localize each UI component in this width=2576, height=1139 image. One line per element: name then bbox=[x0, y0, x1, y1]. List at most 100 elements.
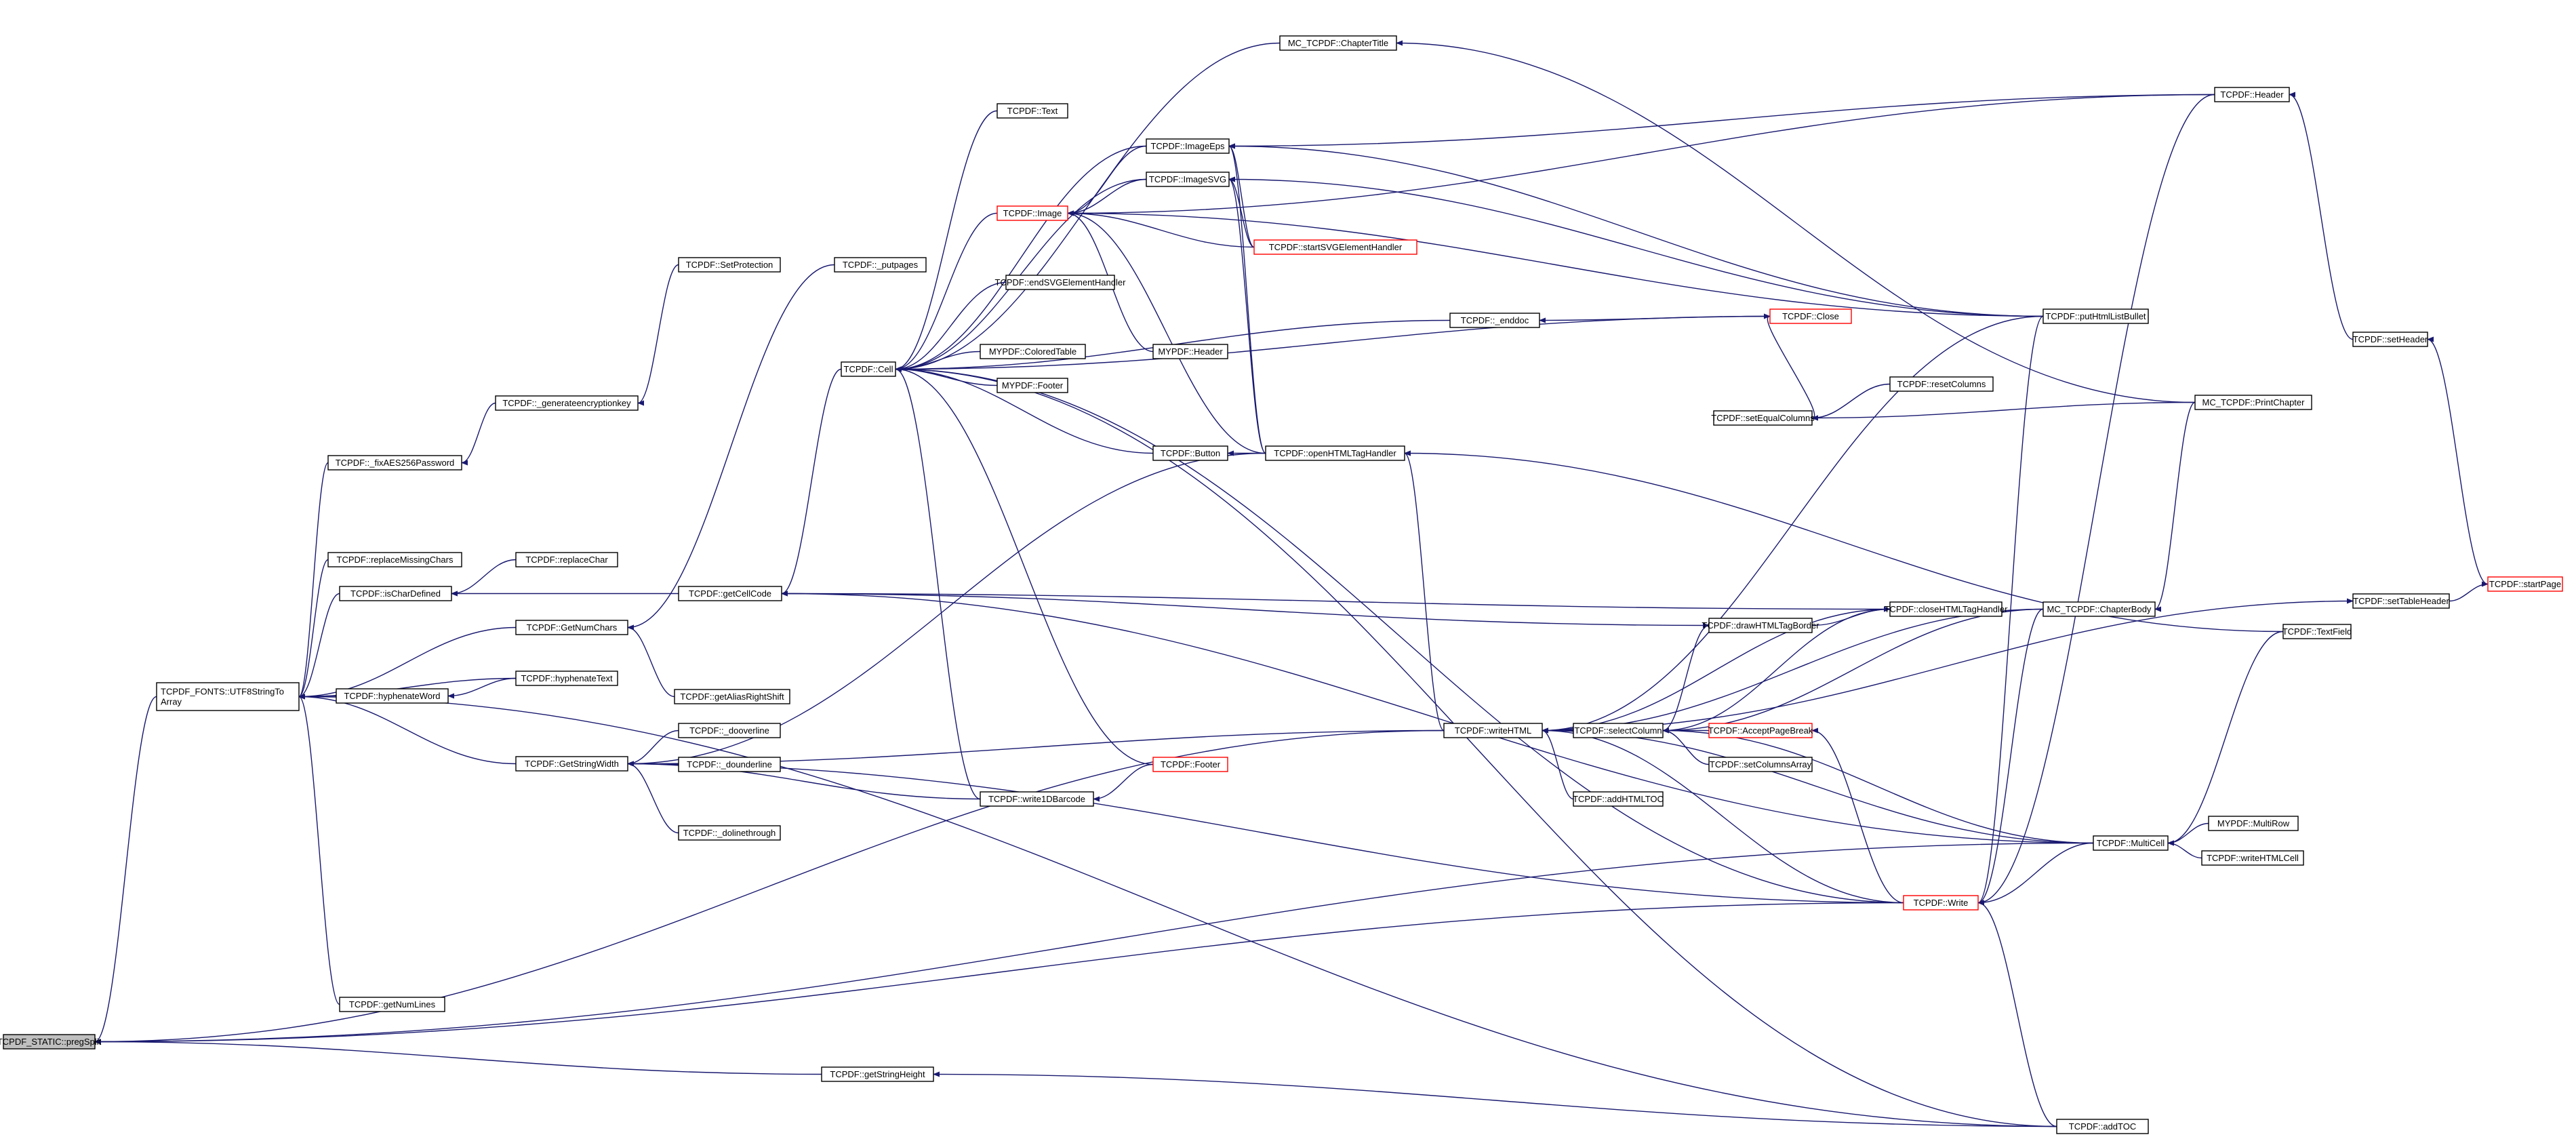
node-label: TCPDF::Footer bbox=[1161, 759, 1221, 770]
edge-layer bbox=[94, 40, 2489, 1127]
node-label: TCPDF::resetColumns bbox=[1897, 379, 1986, 389]
node-mypdf-multirow[interactable]: MYPDF::MultiRow bbox=[2208, 816, 2299, 831]
node-tcpdf-endsvgelementhandler[interactable]: TCPDF::endSVGElementHandler bbox=[995, 275, 1127, 290]
node-tcpdf-replacemissingchars[interactable]: TCPDF::replaceMissingChars bbox=[327, 552, 462, 567]
node-tcpdf-close[interactable]: TCPDF::Close bbox=[1769, 308, 1852, 324]
node-box bbox=[2042, 601, 2156, 617]
node-tcpdf-generateencryptionkey[interactable]: TCPDF::_generateencryptionkey bbox=[495, 395, 639, 411]
node-tcpdf-fixaes256password[interactable]: TCPDF::_fixAES256Password bbox=[327, 455, 462, 471]
node-label: MYPDF::MultiRow bbox=[2217, 818, 2290, 828]
node-tcpdf-getstringwidth[interactable]: TCPDF::GetStringWidth bbox=[515, 756, 628, 772]
edge-n30-to-n20 bbox=[895, 366, 1154, 454]
node-tcpdf-resetcolumns[interactable]: TCPDF::resetColumns bbox=[1889, 376, 1994, 392]
node-box bbox=[327, 552, 462, 567]
node-tcpdf-startsvgelementhandler[interactable]: TCPDF::startSVGElementHandler bbox=[1253, 239, 1417, 255]
edge-n22-to-n20 bbox=[895, 42, 1281, 372]
node-tcpdf-header[interactable]: TCPDF::Header bbox=[2214, 87, 2290, 102]
node-box bbox=[1573, 723, 1664, 738]
node-label: TCPDF::Cell bbox=[844, 364, 893, 374]
node-mypdf-coloredtable[interactable]: MYPDF::ColoredTable bbox=[980, 344, 1086, 359]
node-mc-tcpdf-chaptertitle[interactable]: MC_TCPDF::ChapterTitle bbox=[1279, 35, 1397, 51]
node-tcpdf-text[interactable]: TCPDF::Text bbox=[997, 103, 1068, 119]
node-tcpdf-addhtmltoc[interactable]: TCPDF::addHTMLTOC bbox=[1573, 791, 1664, 807]
node-tcpdf-dounderline[interactable]: TCPDF::_dounderline bbox=[678, 757, 781, 772]
node-tcpdf-cell[interactable]: TCPDF::Cell bbox=[841, 361, 896, 377]
edge-n5-to-n1 bbox=[298, 559, 329, 700]
node-label: TCPDF::setEqualColumns bbox=[1711, 413, 1815, 423]
node-tcpdf-getnumlines[interactable]: TCPDF::getNumLines bbox=[339, 997, 445, 1012]
node-tcpdf-selectcolumn[interactable]: TCPDF::selectColumn bbox=[1573, 723, 1664, 738]
node-box bbox=[2042, 308, 2149, 324]
edge-n57-to-n58 bbox=[2449, 581, 2489, 602]
node-tcpdf-write1dbarcode[interactable]: TCPDF::write1DBarcode bbox=[980, 791, 1094, 807]
edge-n34-to-n9 bbox=[627, 452, 1266, 767]
edge-n53-to-n52 bbox=[2167, 822, 2209, 846]
node-tcpdf-ischardefined[interactable]: TCPDF::isCharDefined bbox=[339, 586, 452, 601]
node-tcpdf-enddoc[interactable]: TCPDF::_enddoc bbox=[1449, 313, 1540, 328]
node-box bbox=[1146, 172, 1230, 187]
node-tcpdf-getcellcode[interactable]: TCPDF::getCellCode bbox=[678, 586, 782, 601]
node-tcpdf-static-pregsplit[interactable]: TCPDF_STATIC::pregSplit bbox=[0, 1034, 102, 1050]
edge-n32-to-n24 bbox=[1228, 143, 1255, 248]
node-tcpdf-openhtmltaghandler[interactable]: TCPDF::openHTMLTagHandler bbox=[1265, 445, 1405, 461]
node-tcpdf-textfield[interactable]: TCPDF::TextField bbox=[2282, 624, 2352, 639]
node-tcpdf-setcolumnsarray[interactable]: TCPDF::setColumnsArray bbox=[1708, 757, 1813, 772]
node-tcpdf-acceptpagebreak[interactable]: TCPDF::AcceptPageBreak bbox=[1708, 723, 1813, 738]
node-tcpdf-getstringheight[interactable]: TCPDF::getStringHeight bbox=[821, 1066, 934, 1082]
node-mc-tcpdf-chapterbody[interactable]: MC_TCPDF::ChapterBody bbox=[2042, 601, 2156, 617]
edge-n46-to-n36 bbox=[1542, 727, 1904, 904]
node-tcpdf-button[interactable]: TCPDF::Button bbox=[1152, 445, 1228, 461]
node-tcpdf-putpages[interactable]: TCPDF::_putpages bbox=[834, 257, 927, 273]
node-box bbox=[980, 344, 1086, 359]
node-mypdf-header[interactable]: MYPDF::Header bbox=[1152, 344, 1228, 359]
edge-n58-to-n56 bbox=[2427, 336, 2489, 585]
node-label: TCPDF::putHtmlListBullet bbox=[2045, 311, 2146, 321]
node-tcpdf-writehtml[interactable]: TCPDF::writeHTML bbox=[1443, 723, 1543, 738]
node-tcpdf-hyphenatetext[interactable]: TCPDF::hyphenateText bbox=[515, 671, 618, 686]
node-label: TCPDF::hyphenateText bbox=[521, 673, 613, 683]
edge-n41-to-n40 bbox=[1811, 383, 1891, 421]
node-tcpdf-setprotection[interactable]: TCPDF::SetProtection bbox=[678, 257, 781, 273]
node-mc-tcpdf-printchapter[interactable]: MC_TCPDF::PrintChapter bbox=[2194, 395, 2312, 410]
node-tcpdf-write[interactable]: TCPDF::Write bbox=[1903, 895, 1979, 911]
node-label: TCPDF::Header bbox=[2220, 89, 2284, 100]
node-label: TCPDF::closeHTMLTagHandler bbox=[1885, 604, 2008, 614]
node-mypdf-footer[interactable]: MYPDF::Footer bbox=[997, 378, 1068, 393]
node-box bbox=[1253, 239, 1417, 255]
node-tcpdf-imagesvg[interactable]: TCPDF::ImageSVG bbox=[1146, 172, 1230, 187]
node-tcpdf-getnumchars[interactable]: TCPDF::GetNumChars bbox=[515, 620, 628, 635]
node-label: TCPDF::AcceptPageBreak bbox=[1708, 725, 1813, 736]
node-tcpdf-closehtmltaghandler[interactable]: TCPDF::closeHTMLTagHandler bbox=[1885, 601, 2008, 617]
node-box bbox=[2208, 816, 2299, 831]
node-tcpdf-image[interactable]: TCPDF::Image bbox=[997, 205, 1068, 221]
edge-n50-to-n46 bbox=[1977, 608, 2044, 906]
node-tcpdf-writehtmlcell[interactable]: TCPDF::writeHTMLCell bbox=[2201, 850, 2304, 866]
node-tcpdf-puthtmllistbullet[interactable]: TCPDF::putHtmlListBullet bbox=[2042, 308, 2149, 324]
node-tcpdf-drawhtmltagborder[interactable]: TCPDF::drawHTMLTagBorder bbox=[1702, 618, 1819, 633]
edge-n31-to-n20 bbox=[895, 366, 1154, 765]
node-box bbox=[339, 586, 452, 601]
node-tcpdf-addtoc[interactable]: TCPDF::addTOC bbox=[2056, 1119, 2149, 1134]
node-tcpdf-hyphenateword[interactable]: TCPDF::hyphenateWord bbox=[336, 688, 449, 704]
node-tcpdf-multicell[interactable]: TCPDF::MultiCell bbox=[2093, 835, 2169, 851]
edge-n7-to-n1 bbox=[298, 626, 517, 700]
node-label: TCPDF::SetProtection bbox=[686, 260, 773, 270]
node-box bbox=[674, 689, 790, 704]
edge-n45-to-n37 bbox=[1662, 727, 1710, 765]
node-tcpdf-startpage[interactable]: TCPDF::startPage bbox=[2487, 576, 2563, 592]
edge-n36-to-n34 bbox=[1404, 450, 1445, 732]
node-box bbox=[1443, 723, 1543, 738]
node-tcpdf-setheader[interactable]: TCPDF::setHeader bbox=[2352, 332, 2428, 347]
node-box bbox=[3, 1034, 96, 1050]
node-label: TCPDF::_generateencryptionkey bbox=[502, 398, 631, 408]
node-tcpdf-getaliasrightshift[interactable]: TCPDF::getAliasRightShift bbox=[674, 689, 790, 704]
node-tcpdf-dooverline[interactable]: TCPDF::_dooverline bbox=[678, 723, 781, 738]
edge-n40-to-n39 bbox=[1763, 313, 1815, 419]
node-tcpdf-imageeps[interactable]: TCPDF::ImageEps bbox=[1146, 138, 1230, 154]
node-tcpdf-footer[interactable]: TCPDF::Footer bbox=[1152, 757, 1228, 772]
node-tcpdf-setequalcolumns[interactable]: TCPDF::setEqualColumns bbox=[1711, 410, 1815, 426]
node-tcpdf-replacechar[interactable]: TCPDF::replaceChar bbox=[515, 552, 618, 567]
node-tcpdf-dolinethrough[interactable]: TCPDF::_dolinethrough bbox=[678, 825, 781, 841]
node-tcpdf-settableheader[interactable]: TCPDF::setTableHeader bbox=[2352, 593, 2450, 609]
